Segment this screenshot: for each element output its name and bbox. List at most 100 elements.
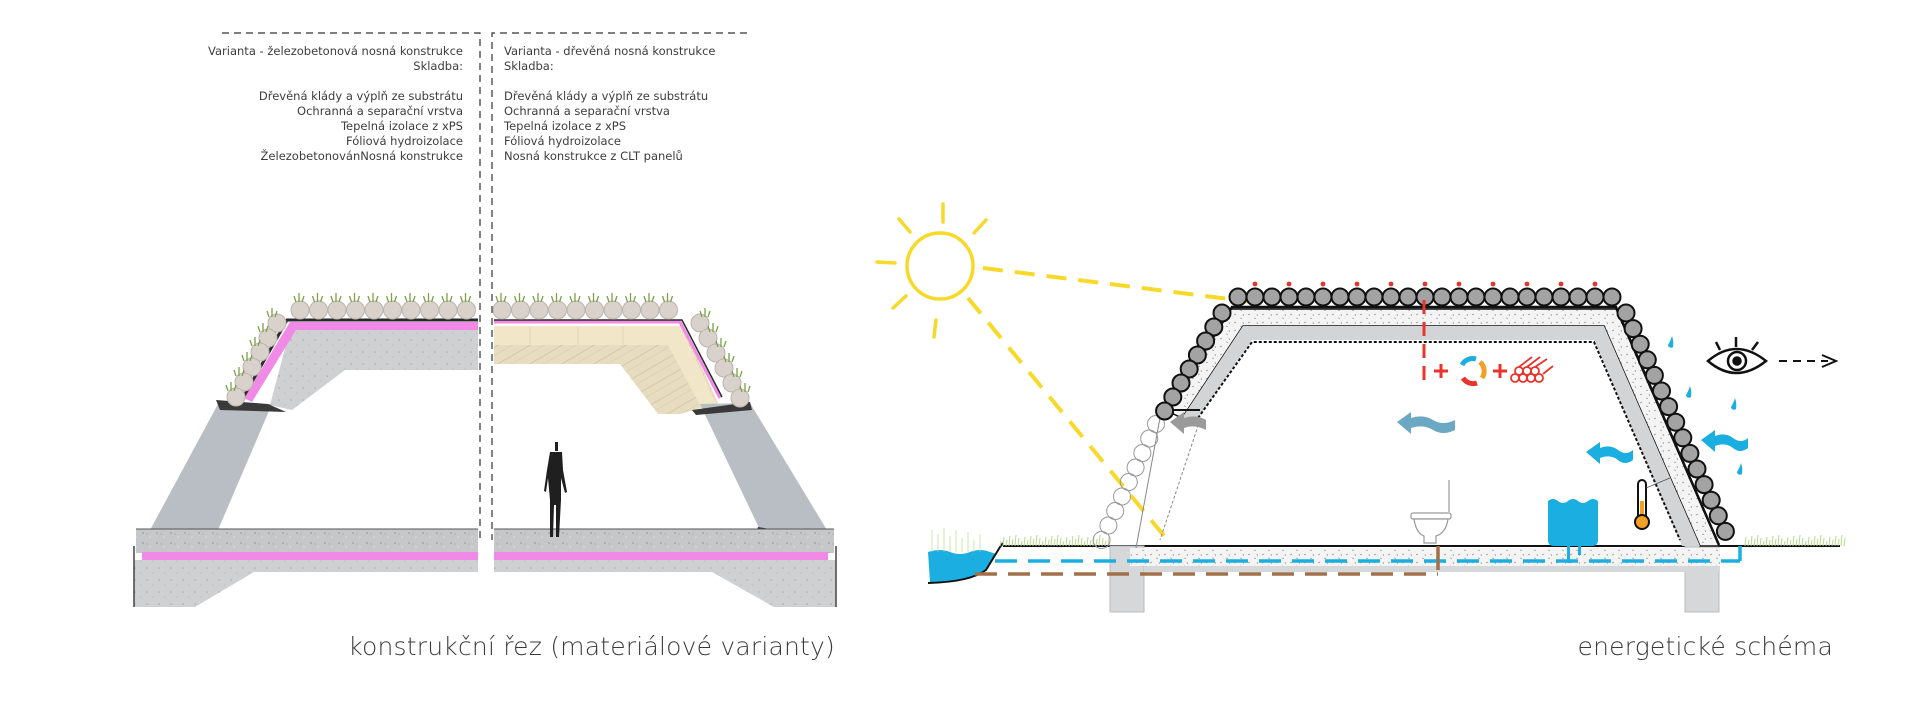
- legend-layer: Tepelná izolace z xPS: [340, 119, 463, 133]
- timber-log: [1212, 303, 1232, 323]
- floor-slab: [494, 529, 834, 553]
- timber-log: [622, 300, 641, 320]
- timber-logs: [225, 293, 476, 407]
- timber-log: [1171, 373, 1191, 393]
- timber-log: [1616, 303, 1636, 323]
- timber-log: [1432, 287, 1452, 307]
- timber-log: [603, 300, 623, 320]
- timber-log: [1602, 287, 1622, 307]
- timber-log: [690, 313, 710, 333]
- timber-log: [1666, 412, 1686, 432]
- construction-section: [133, 32, 837, 607]
- timber-log: [1585, 287, 1605, 307]
- timber-log: [1330, 287, 1350, 307]
- rain-drop-icon: [1668, 336, 1743, 475]
- vegetation-dot: [1388, 281, 1394, 287]
- eye-icon: [1706, 337, 1769, 375]
- legend-title: Varianta - železobetonová nosná konstruk…: [208, 44, 463, 58]
- timber-log: [730, 388, 750, 408]
- timber-log: [722, 373, 742, 393]
- timber-log-ghost: [1126, 458, 1145, 477]
- legend-subtitle: Skladba:: [504, 59, 554, 73]
- timber-log: [1680, 443, 1700, 463]
- timber-log-ghost: [1119, 473, 1138, 491]
- timber-log: [1196, 331, 1216, 351]
- legend-layer: Fóliová hydroizolace: [346, 134, 463, 148]
- vegetation-dot: [1286, 281, 1292, 287]
- interior-finish: [1197, 341, 1681, 541]
- legend-subtitle: Skladba:: [413, 59, 463, 73]
- xps-insulation-band: [494, 326, 716, 405]
- legend-layer: Dřevěná klády a výplň ze substrátu: [504, 89, 709, 103]
- timber-log: [1652, 381, 1671, 401]
- timber-log: [1715, 521, 1735, 541]
- timber-log: [1534, 287, 1554, 307]
- timber-log: [383, 300, 402, 320]
- timber-log: [492, 300, 512, 320]
- legend-layer: Ochranná a separační vrstva: [297, 104, 463, 118]
- energy-caption: energetické schéma: [1577, 632, 1833, 661]
- timber-log: [1687, 459, 1707, 479]
- timber-log: [1568, 287, 1588, 307]
- timber-log-ghost: [1106, 502, 1125, 520]
- timber-log: [1483, 287, 1503, 307]
- timber-log: [548, 300, 567, 320]
- frame-dashed-right: [491, 32, 747, 540]
- timber-log: [242, 357, 262, 377]
- vegetation-dot: [1252, 281, 1258, 287]
- slanted-wall: [142, 404, 272, 545]
- timber-log: [1381, 287, 1401, 307]
- person-silhouette: [544, 442, 567, 537]
- timber-log: [1155, 401, 1175, 421]
- timber-log: [1659, 397, 1679, 417]
- timber-log: [1163, 387, 1183, 407]
- slanted-wall: [700, 403, 833, 540]
- floor-insulation: [142, 552, 478, 560]
- timber-log: [1623, 319, 1643, 339]
- timber-log: [1644, 365, 1664, 385]
- timber-log: [346, 300, 365, 320]
- thermometer-icon: [1634, 477, 1671, 530]
- timber-log: [1517, 287, 1537, 307]
- roof-slab-concrete: [270, 326, 478, 410]
- log-pile-icon: [1510, 356, 1554, 383]
- timber-log: [250, 342, 270, 362]
- timber-log: [640, 300, 660, 320]
- timber-log: [585, 300, 604, 320]
- floor-slab: [136, 529, 478, 553]
- timber-log: [438, 300, 458, 320]
- clt-slab: [494, 326, 718, 414]
- view-arrow: [1779, 354, 1839, 368]
- timber-logs-ghost: [1092, 415, 1165, 549]
- timber-log: [1637, 350, 1657, 370]
- timber-log: [1398, 287, 1418, 307]
- legend-layer: Dřevěná klády a výplň ze substrátu: [258, 89, 463, 103]
- timber-log: [1708, 506, 1728, 526]
- vegetation-dot: [1524, 281, 1530, 287]
- timber-log: [1296, 287, 1316, 307]
- timber-log: [1449, 287, 1469, 307]
- timber-log-ghost: [1113, 487, 1131, 506]
- foundation: [134, 560, 478, 607]
- timber-log-ghost: [1133, 444, 1152, 462]
- legend-layer: Tepelná izolace z xPS: [504, 119, 627, 133]
- floor-insulation: [494, 552, 828, 560]
- timber-log-ghost: [1099, 516, 1118, 535]
- timber-log: [364, 300, 384, 320]
- timber-log: [1500, 287, 1520, 307]
- timber-log: [1187, 345, 1207, 365]
- timber-log: [1262, 287, 1282, 307]
- timber-log: [1364, 287, 1384, 307]
- timber-log: [714, 358, 734, 378]
- timber-log: [290, 300, 310, 320]
- building-section: [1092, 281, 1735, 549]
- energy-schema: [875, 202, 1846, 613]
- sun-icon: [875, 202, 988, 339]
- vegetation-dot: [1490, 281, 1496, 287]
- timber-log: [226, 387, 246, 407]
- timber-log: [698, 328, 718, 348]
- timber-log: [457, 300, 476, 320]
- plus-sign: [1493, 364, 1507, 378]
- air-flow-arrow-icon: [1586, 442, 1633, 464]
